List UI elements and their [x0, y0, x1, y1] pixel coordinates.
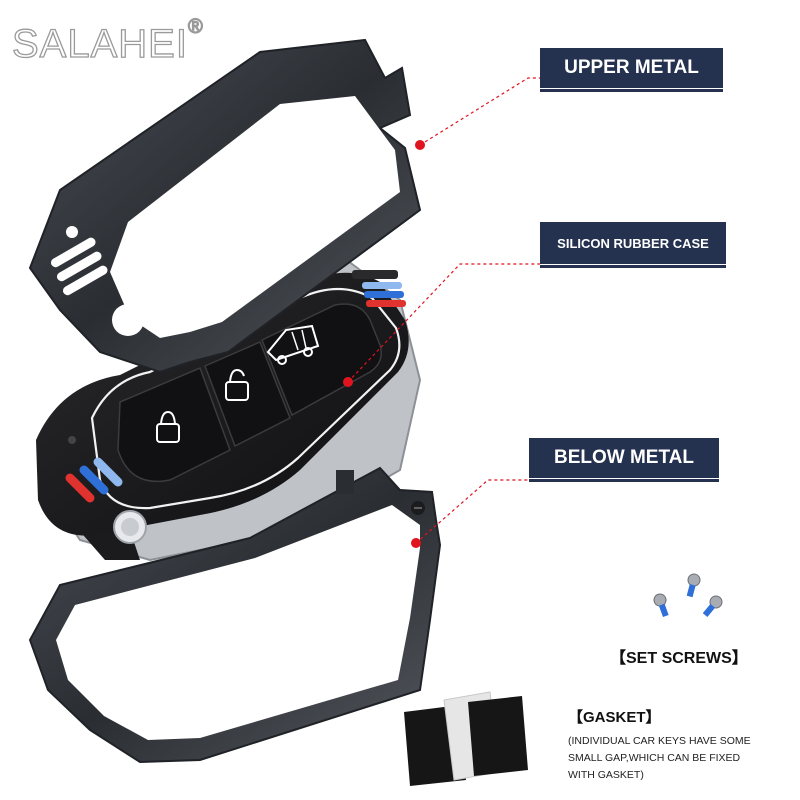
set-screws-group	[653, 573, 723, 618]
below-metal-label: BELOW METAL	[553, 447, 694, 468]
screw-icon	[702, 595, 723, 617]
pointer-lines	[347, 77, 540, 544]
screw-icon	[686, 573, 701, 598]
unlock-button	[204, 341, 291, 448]
silicon-rubber-case-label: SILICON RUBBER CASE	[557, 235, 709, 251]
frame-latch	[336, 470, 354, 494]
unlock-icon	[225, 368, 249, 401]
gasket-note: (INDIVIDUAL CAR KEYS HAVE SOME SMALL GAP…	[568, 733, 793, 784]
screw-icon	[411, 501, 425, 515]
set-screws-label: 【SET SCREWS】	[610, 650, 748, 667]
brand-logo: SALAHEI®	[11, 15, 204, 66]
screw-icon	[653, 593, 669, 618]
color-stripes-left	[65, 457, 123, 503]
upper-metal-frame	[28, 38, 422, 374]
color-stripes-right	[352, 270, 406, 307]
pointer-dot-silicon	[343, 377, 353, 387]
gasket-label: 【GASKET】	[568, 709, 661, 726]
upper-metal-label: UPPER METAL	[564, 57, 699, 78]
upper-metal-tag: UPPER METAL	[540, 48, 723, 92]
pointer-dot-below	[411, 538, 421, 548]
flip-release-button	[113, 510, 147, 544]
silicon-rubber-case	[36, 270, 409, 544]
frame-vents	[50, 226, 144, 336]
lock-icon	[156, 410, 180, 443]
gasket-pad-icon	[404, 691, 528, 786]
gasket-note-line: SMALL GAP,WHICH CAN BE FIXED	[568, 752, 741, 764]
trunk-button	[261, 303, 382, 417]
trunk-icon	[266, 324, 320, 365]
silicon-rubber-case-tag: SILICON RUBBER CASE	[540, 222, 726, 268]
gasket-note-line: WITH GASKET)	[568, 769, 644, 781]
pointer-dot-upper	[415, 140, 425, 150]
below-metal-tag: BELOW METAL	[529, 438, 719, 482]
below-metal-frame	[28, 466, 442, 764]
gasket-note-line: (INDIVIDUAL CAR KEYS HAVE SOME	[568, 735, 751, 747]
led-dot	[68, 436, 76, 444]
lock-button	[117, 367, 231, 483]
